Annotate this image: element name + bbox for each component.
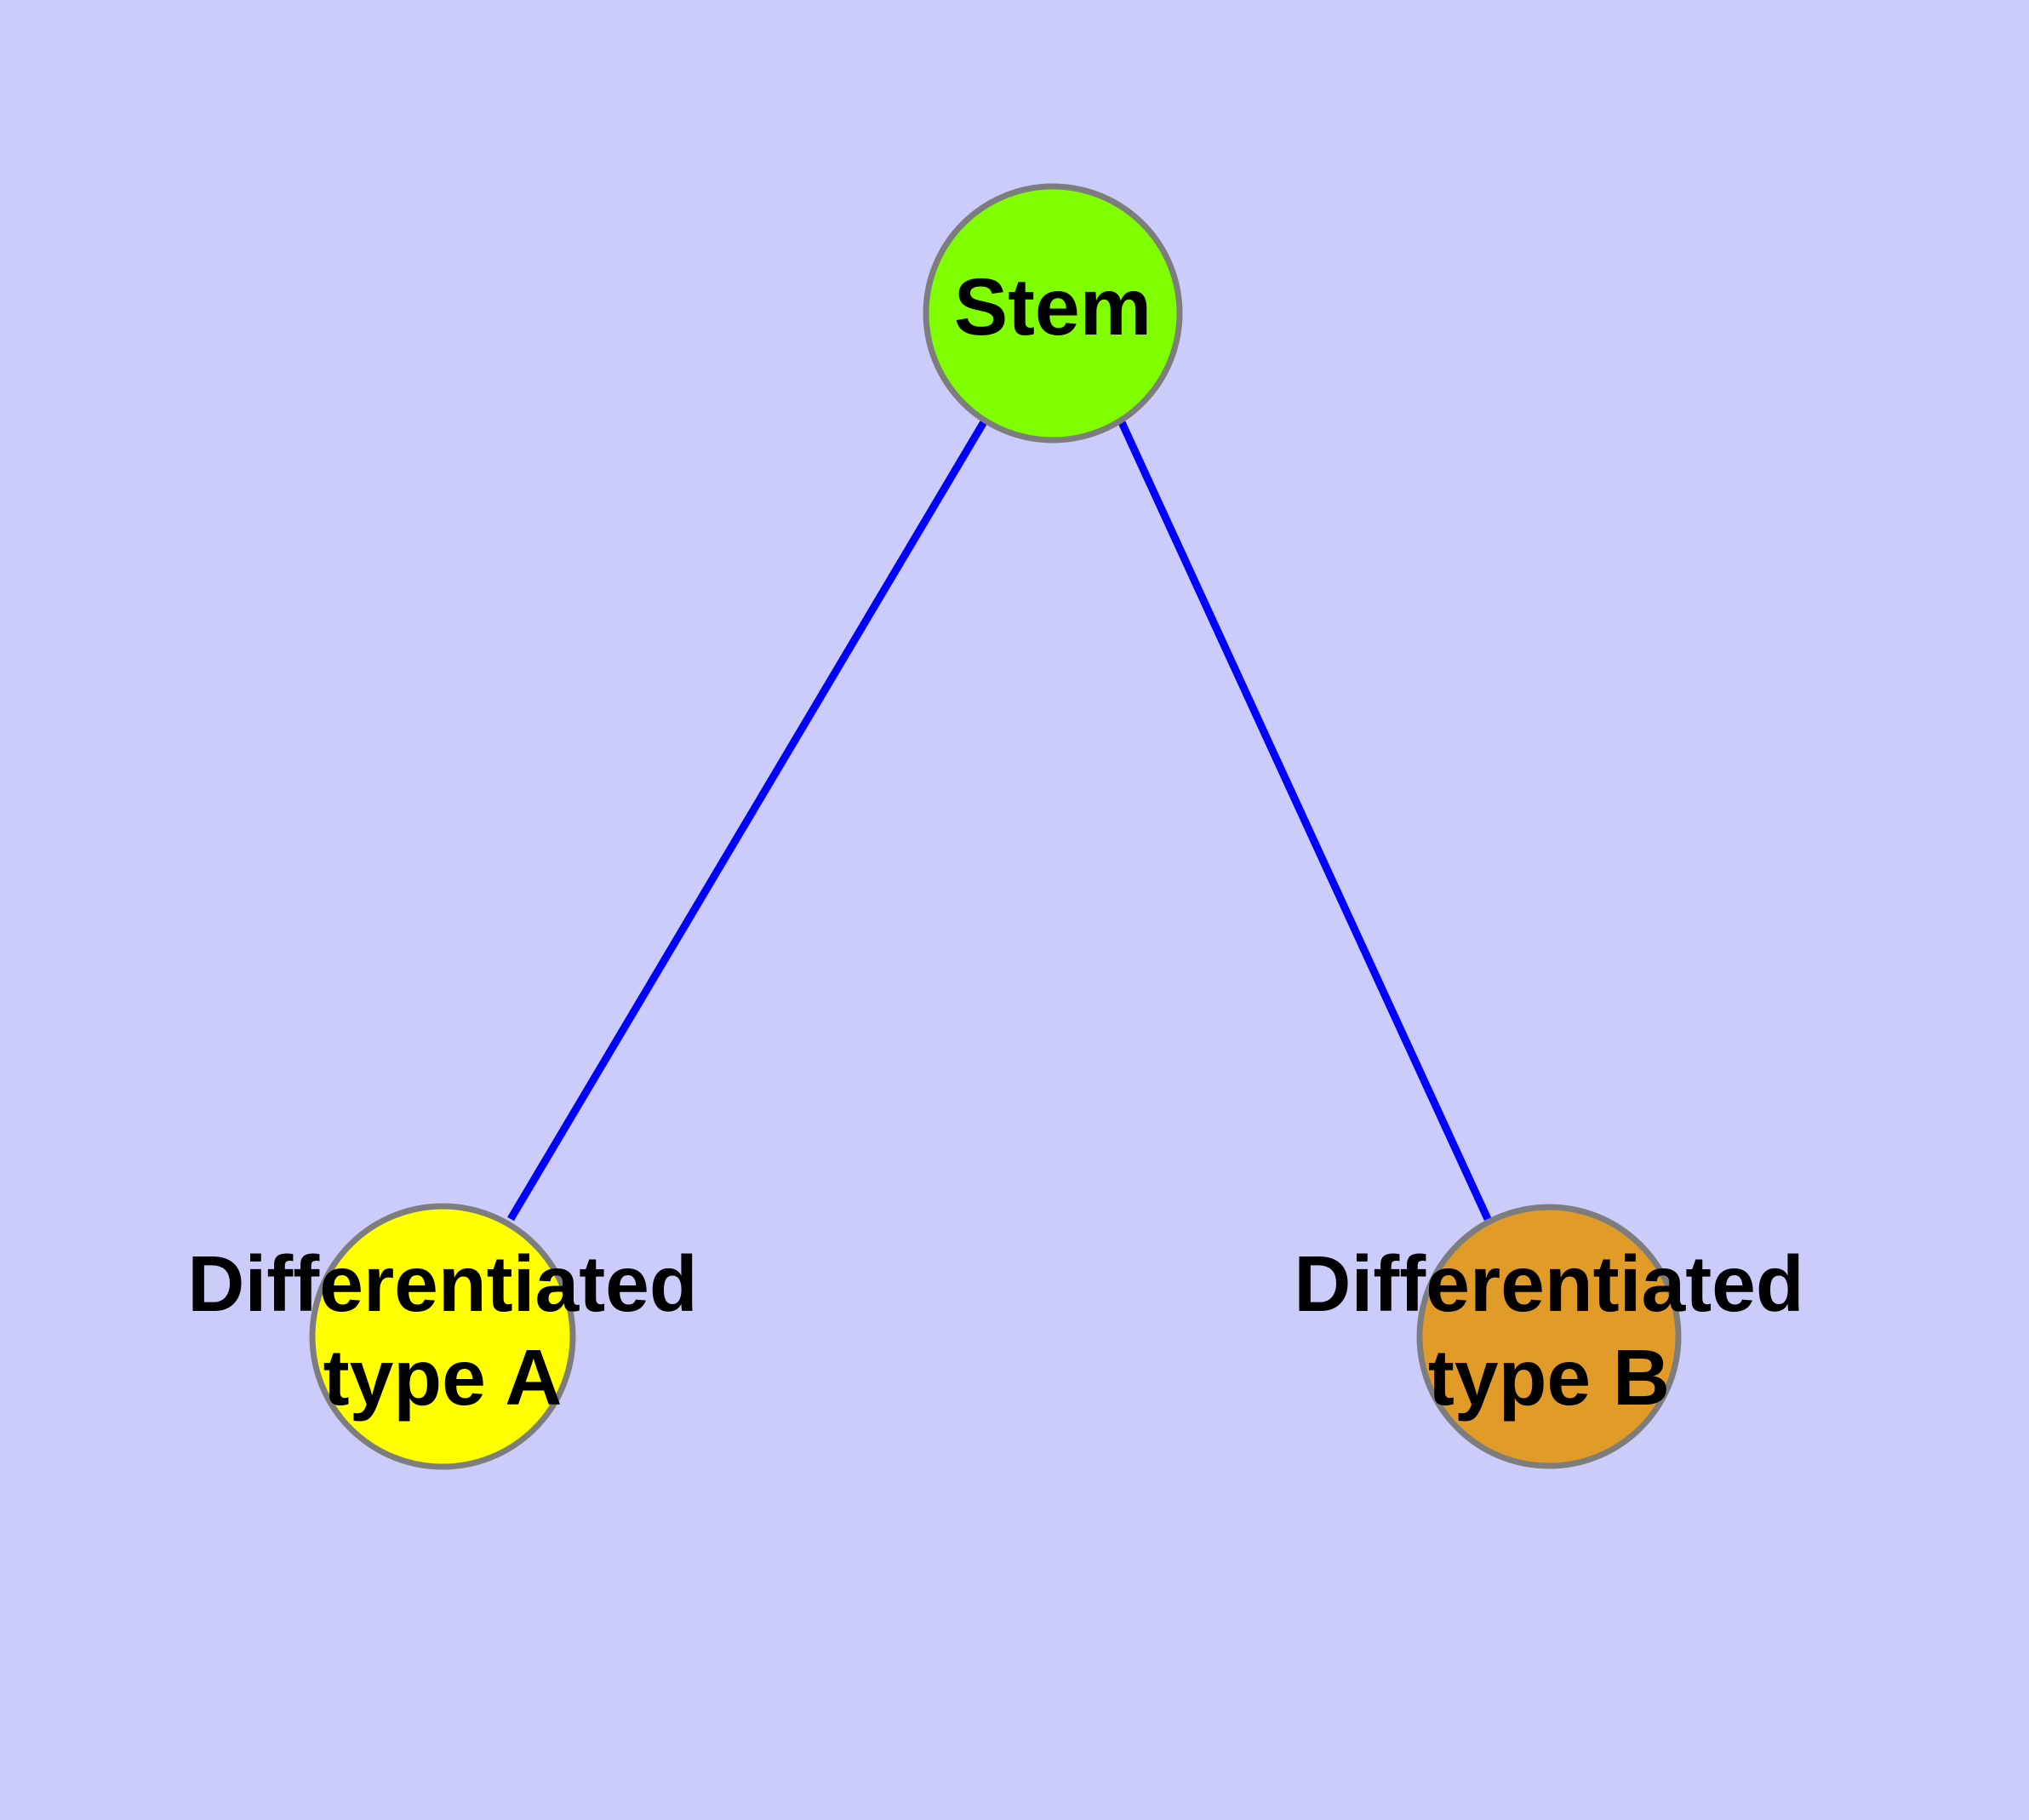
node-stem[interactable]	[923, 183, 1183, 444]
label-line: Differentiated	[1294, 1239, 1803, 1328]
label-line: type A	[323, 1332, 563, 1421]
edge-stem-to-type-a[interactable]	[507, 418, 988, 1222]
stem-node-circle[interactable]	[923, 183, 1183, 444]
diff-type-a-node-circle[interactable]	[309, 1203, 576, 1470]
label-line: type B	[1428, 1332, 1670, 1421]
label-line: Differentiated	[187, 1239, 697, 1328]
label-line: Stem	[954, 262, 1152, 352]
edge-layer	[507, 418, 1492, 1222]
stem-node-label: Stem	[954, 262, 1152, 352]
node-layer	[309, 183, 1682, 1470]
node-diff-type-b[interactable]	[1416, 1204, 1682, 1469]
node-diff-type-a[interactable]	[309, 1203, 576, 1470]
diff-type-b-node-circle[interactable]	[1416, 1204, 1682, 1469]
edge-stem-to-type-b[interactable]	[1117, 419, 1492, 1221]
